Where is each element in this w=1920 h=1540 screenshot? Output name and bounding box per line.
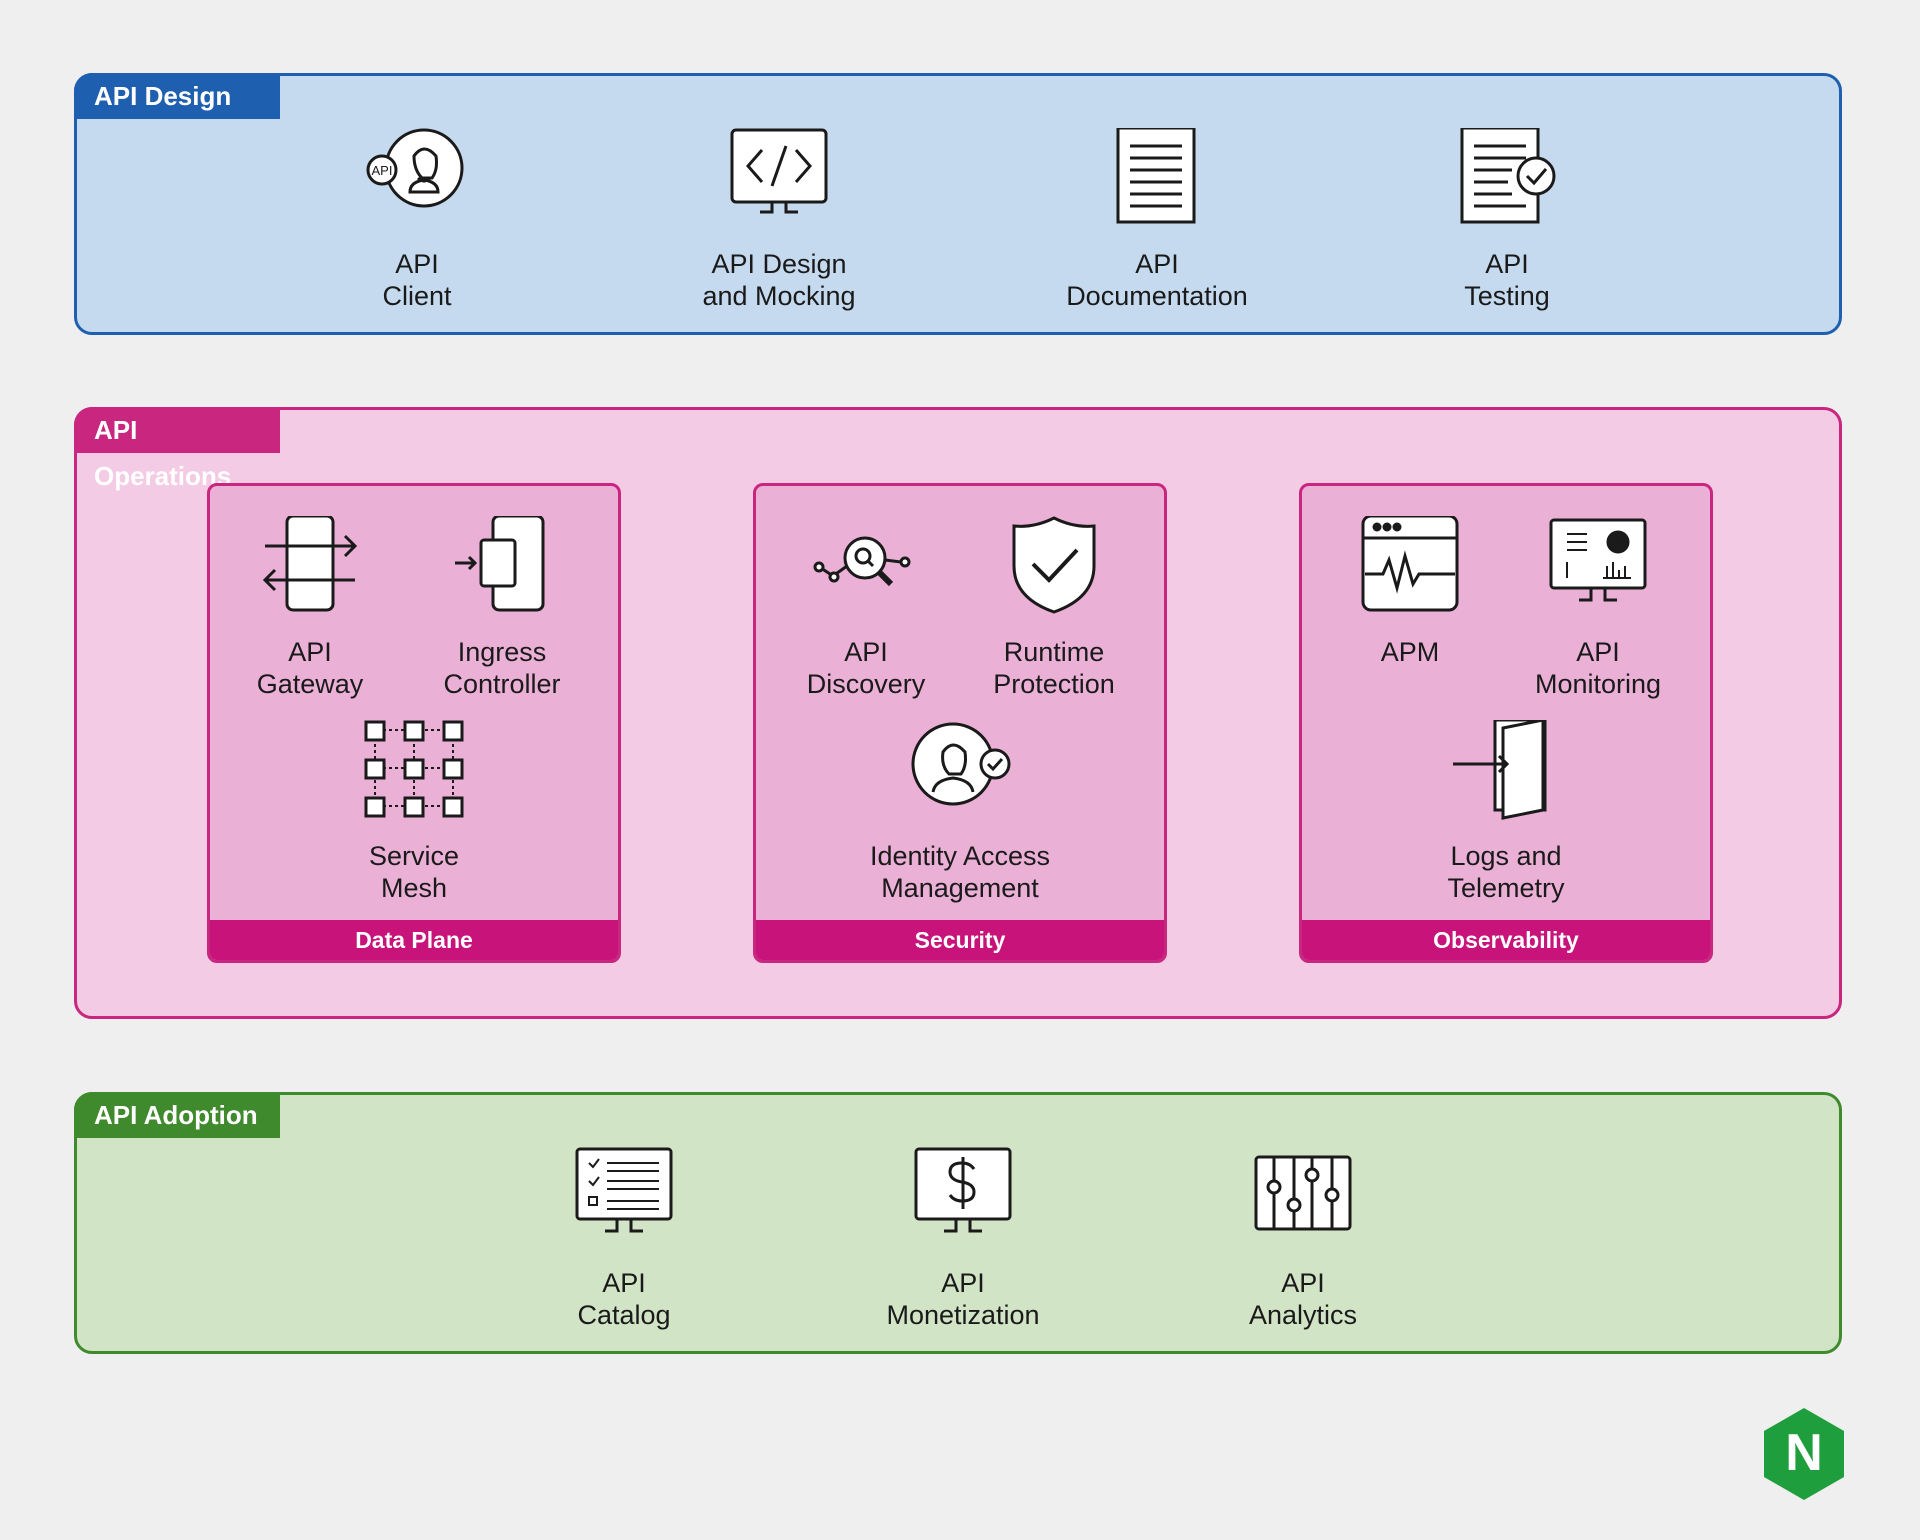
shield-check-icon <box>1012 516 1096 614</box>
api-design-mocking-item[interactable]: API Design and Mocking <box>659 128 899 312</box>
api-documentation-item[interactable]: API Documentation <box>1037 128 1277 312</box>
item-label: API Analytics <box>1248 1268 1358 1330</box>
identity-access-management-item[interactable]: Identity Access Management <box>860 720 1060 904</box>
logs-telemetry-item[interactable]: Logs and Telemetry <box>1406 720 1606 904</box>
api-testing-item[interactable]: API Testing <box>1387 128 1627 312</box>
item-label: API Catalog <box>577 1268 671 1330</box>
api-discovery-item[interactable]: API Discovery <box>766 516 966 700</box>
security-card: API Discovery Runtime Protection Identit… <box>753 483 1167 963</box>
section-title: API Adoption <box>74 1092 280 1138</box>
gateway-icon <box>262 516 358 612</box>
data-plane-card: API Gateway Ingress Controller <box>207 483 621 963</box>
item-label: APM <box>1380 637 1440 667</box>
card-footer: Observability <box>1302 920 1710 960</box>
mesh-grid-icon <box>364 720 464 818</box>
section-title: API Operations <box>74 407 280 491</box>
service-mesh-item[interactable]: Service Mesh <box>314 720 514 904</box>
item-label: API Testing <box>1464 249 1550 311</box>
heartbeat-window-icon <box>1361 516 1459 612</box>
item-label: Identity Access Management <box>869 841 1051 903</box>
logo-letter: N <box>1785 1424 1823 1482</box>
observability-card: APM API Monitoring Logs and Telemetry Ob… <box>1299 483 1713 963</box>
nginx-logo: N <box>1764 1408 1844 1500</box>
identity-user-icon <box>911 722 1011 806</box>
api-adoption-section: API Adoption API Catalog API Monetizatio… <box>74 1092 1842 1354</box>
card-footer: Security <box>756 920 1164 960</box>
item-label: API Gateway <box>256 637 364 699</box>
api-client-item[interactable]: API API Client <box>297 128 537 312</box>
api-client-icon: API <box>366 128 464 208</box>
discovery-search-icon <box>813 536 911 587</box>
ingress-controller-item[interactable]: Ingress Controller <box>402 516 602 700</box>
item-label: API Monetization <box>886 1268 1040 1330</box>
item-label: API Client <box>382 249 452 311</box>
code-monitor-icon <box>730 128 828 214</box>
item-label: API Documentation <box>1066 249 1248 311</box>
item-label: API Design and Mocking <box>702 249 856 311</box>
card-footer: Data Plane <box>210 920 618 960</box>
dashboard-monitor-icon <box>1549 518 1647 602</box>
api-operations-section: API Operations API Gateway Ingress Contr… <box>74 407 1842 1019</box>
item-label: Logs and Telemetry <box>1447 841 1565 903</box>
svg-text:API: API <box>372 163 393 178</box>
document-icon <box>1116 128 1196 224</box>
apm-item[interactable]: APM <box>1310 516 1510 668</box>
sliders-icon <box>1254 1155 1352 1231</box>
section-title: API Design <box>74 73 280 119</box>
item-label: Service Mesh <box>368 841 460 903</box>
api-design-section: API Design API API Client API Design and… <box>74 73 1842 335</box>
api-monitoring-item[interactable]: API Monitoring <box>1498 516 1698 700</box>
document-check-icon <box>1460 128 1556 224</box>
runtime-protection-item[interactable]: Runtime Protection <box>954 516 1154 700</box>
item-label: Ingress Controller <box>443 637 561 699</box>
door-arrow-icon <box>1453 720 1547 820</box>
api-gateway-item[interactable]: API Gateway <box>210 516 410 700</box>
api-analytics-item[interactable]: API Analytics <box>1183 1147 1423 1331</box>
ingress-icon <box>455 516 545 612</box>
item-label: Runtime Protection <box>993 637 1115 699</box>
item-label: API Monitoring <box>1534 637 1662 699</box>
api-catalog-item[interactable]: API Catalog <box>504 1147 744 1331</box>
catalog-monitor-icon <box>575 1147 673 1233</box>
item-label: API Discovery <box>806 637 926 699</box>
dollar-monitor-icon <box>914 1147 1012 1233</box>
api-monetization-item[interactable]: API Monetization <box>843 1147 1083 1331</box>
